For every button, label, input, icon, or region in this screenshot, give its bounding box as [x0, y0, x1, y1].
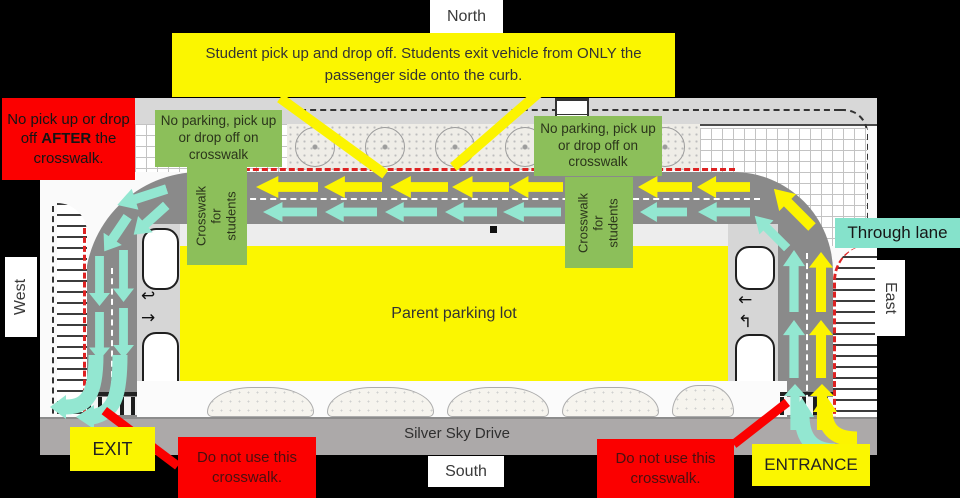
compass-south: South: [428, 456, 504, 487]
median-island: [142, 228, 179, 290]
lane-divider: [111, 268, 113, 408]
through-lane-tag: Through lane: [835, 218, 960, 248]
property-dash-left: [52, 206, 54, 454]
lane-divider: [240, 198, 760, 200]
do-not-use-left-text: Do not use this crosswalk.: [196, 449, 298, 486]
no-pickup-after-text: No pick up or drop off AFTER the crosswa…: [7, 110, 130, 167]
planting-mound: [207, 387, 314, 417]
compass-north-label: North: [446, 7, 487, 25]
sign-post: [490, 226, 497, 233]
compass-east: East: [875, 260, 905, 336]
turn-arrow-icon: →: [141, 308, 156, 328]
turn-arrow-icon: ↩: [141, 286, 156, 306]
through-lane-text: Through lane: [847, 223, 948, 242]
pickup-banner-text: Student pick up and drop off. Students e…: [205, 45, 642, 84]
street-name-text: Silver Sky Drive: [404, 424, 510, 442]
crosswalk-right-text: Crosswalk for students: [575, 192, 621, 253]
median-island: [735, 246, 775, 290]
no-parking-right-text: No parking, pick up or drop off on cross…: [540, 120, 656, 170]
compass-west-label: West: [12, 278, 29, 316]
turn-arrow-icon: ←: [738, 290, 753, 310]
crosswalk-left-text: Crosswalk for students: [193, 186, 239, 246]
planting-mound: [672, 385, 734, 417]
no-parking-note-right: No parking, pick up or drop off on cross…: [534, 116, 662, 176]
parent-parking-lot: Parent parking lot: [180, 246, 728, 381]
south-landscape-strip: [137, 381, 787, 417]
compass-north: North: [430, 0, 503, 33]
do-not-use-right-text: Do not use this crosswalk.: [615, 450, 716, 487]
entrance-tag: ENTRANCE: [752, 444, 870, 486]
do-not-use-note-left: Do not use this crosswalk.: [178, 437, 316, 498]
exit-text: EXIT: [92, 438, 133, 459]
compass-east-label: East: [882, 281, 899, 315]
compass-south-label: South: [445, 462, 487, 480]
planting-mound: [447, 387, 549, 417]
planting-mound: [562, 387, 659, 417]
parking-lot-label: Parent parking lot: [391, 304, 517, 322]
pickup-banner: Student pick up and drop off. Students e…: [172, 33, 675, 97]
curb-dash-left: [83, 228, 86, 448]
do-not-use-note-right: Do not use this crosswalk.: [597, 439, 734, 498]
turn-arrow-icon: ↰: [738, 312, 753, 332]
street-name-label: Silver Sky Drive: [357, 422, 557, 444]
no-parking-note-left: No parking, pick up or drop off on cross…: [155, 110, 282, 167]
fire-lane-dash-top: [190, 168, 735, 171]
sidewalk-hatch-left: [57, 203, 87, 415]
lane-divider: [806, 253, 808, 411]
entrance-text: ENTRANCE: [764, 455, 858, 474]
crosswalk-label-left: Crosswalk for students: [187, 167, 247, 265]
crosswalk-label-right: Crosswalk for students: [565, 177, 633, 268]
exit-tag: EXIT: [70, 427, 155, 471]
no-parking-left-text: No parking, pick up or drop off on cross…: [160, 113, 277, 162]
exit-curve-arrows-icon: [50, 354, 128, 429]
compass-west: West: [5, 257, 37, 337]
no-pickup-after-note: No pick up or drop off AFTER the crosswa…: [2, 98, 135, 180]
planting-mound: [327, 387, 434, 417]
